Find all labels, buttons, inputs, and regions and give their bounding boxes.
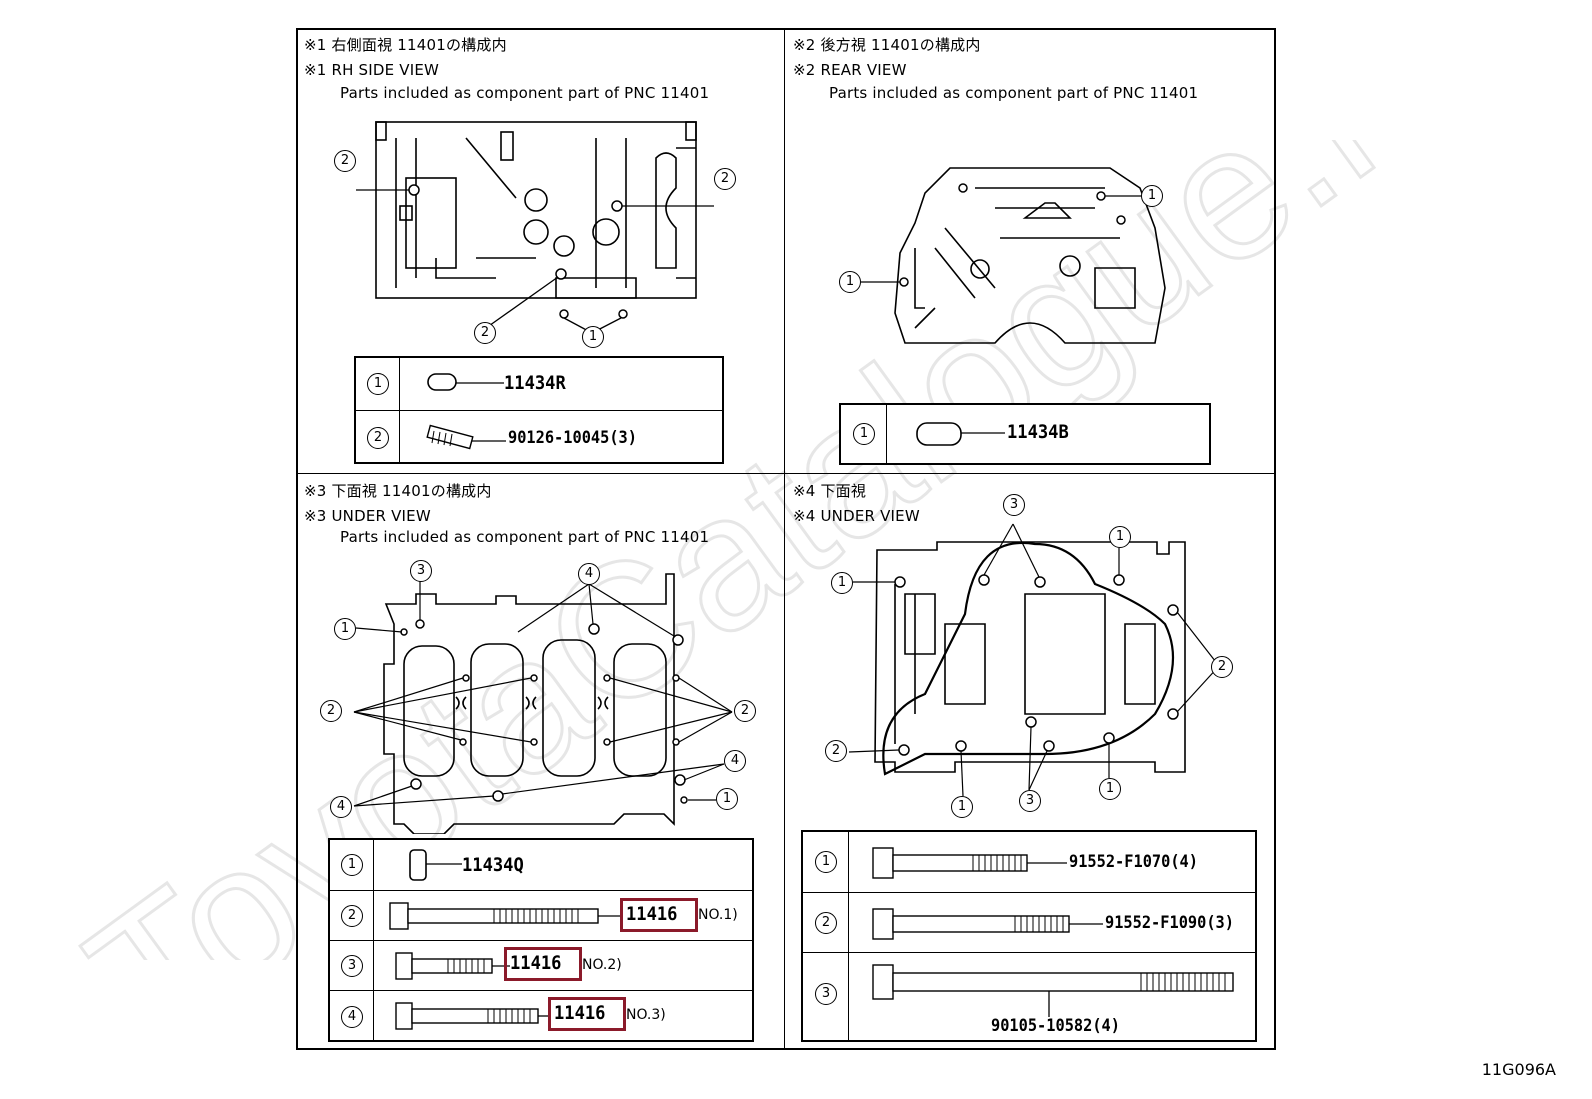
part-suffix: NO.1) <box>698 907 738 923</box>
parts-row: 3 11416 NO.2) <box>330 940 752 990</box>
bolt-icon <box>395 952 510 980</box>
part-number-highlight <box>504 947 582 981</box>
row-number: 2 <box>367 427 389 449</box>
part-number-highlight <box>548 997 626 1031</box>
callout-4: 4 <box>578 563 600 585</box>
callout-4: 4 <box>724 750 746 772</box>
parts-row: 2 90126-10045(3) <box>356 410 722 464</box>
callout-1: 1 <box>951 796 973 818</box>
row-number: 2 <box>341 905 363 927</box>
row-number: 1 <box>853 423 875 445</box>
part-number: 11416 <box>554 1002 606 1024</box>
parts-table: 1 91552-F1070(4) 2 <box>801 830 1257 1042</box>
bolt-icon <box>872 847 1067 879</box>
bolt-icon <box>872 908 1103 940</box>
callout-1: 1 <box>716 788 738 810</box>
part-suffix: NO.2) <box>582 957 622 973</box>
parts-row: 1 91552-F1070(4) <box>803 832 1255 892</box>
callout-1: 1 <box>1141 185 1163 207</box>
panel-rh-side-view: ※1 右側面視 11401の構成内 ※1 RH SIDE VIEW Parts … <box>296 28 785 474</box>
callout-2: 2 <box>1211 656 1233 678</box>
parts-table: 1 11434B <box>839 403 1211 465</box>
callout-1: 1 <box>1109 526 1131 548</box>
panel-jp-title: ※3 下面視 11401の構成内 <box>304 482 492 500</box>
callout-2: 2 <box>734 700 756 722</box>
panel-note: Parts included as component part of PNC … <box>829 84 1199 102</box>
bolt-icon <box>395 1002 550 1030</box>
callout-2: 2 <box>825 740 847 762</box>
row-number: 1 <box>367 373 389 395</box>
panel-note: Parts included as component part of PNC … <box>340 84 710 102</box>
callout-3: 3 <box>410 560 432 582</box>
bolt-icon <box>389 902 622 930</box>
parts-row: 1 11434B <box>841 405 1209 463</box>
callout-1: 1 <box>1099 778 1121 800</box>
part-number: 91552-F1090(3) <box>1105 913 1234 933</box>
callout-3: 3 <box>1019 790 1041 812</box>
parts-row: 2 11416 NO.1) <box>330 890 752 940</box>
knock-pin-icon <box>409 849 462 881</box>
parts-row: 4 11416 NO.3) <box>330 990 752 1042</box>
parts-row: 2 91552-F1090(3) <box>803 892 1255 952</box>
callout-1: 1 <box>334 618 356 640</box>
part-number: 11434B <box>1007 421 1069 443</box>
panel-en-title: ※3 UNDER VIEW <box>304 507 431 525</box>
row-number: 3 <box>815 983 837 1005</box>
panel-rear-view: ※2 後方視 11401の構成内 ※2 REAR VIEW Parts incl… <box>785 28 1276 474</box>
part-number: 91552-F1070(4) <box>1069 852 1198 872</box>
part-number: 11434Q <box>462 854 524 876</box>
callout-1: 1 <box>582 326 604 348</box>
row-number: 2 <box>815 912 837 934</box>
callout-1: 1 <box>831 572 853 594</box>
callout-2: 2 <box>320 700 342 722</box>
diagram-frame <box>296 28 1276 1050</box>
knock-pin-icon <box>916 422 1005 446</box>
stud-bolt-icon <box>426 424 506 450</box>
part-number: 11416 <box>510 952 562 974</box>
panel-under-view-components: ※3 下面視 11401の構成内 ※3 UNDER VIEW Parts inc… <box>296 474 785 1050</box>
part-number: 90105-10582(4) <box>991 1016 1120 1036</box>
callout-4: 4 <box>330 796 352 818</box>
figure-code: 11G096A <box>1481 1060 1556 1079</box>
callout-1: 1 <box>839 271 861 293</box>
part-suffix: NO.3) <box>626 1007 666 1023</box>
engine-block-rh-side-drawing <box>356 121 714 334</box>
panel-en-title: ※4 UNDER VIEW <box>793 507 920 525</box>
part-number-highlight <box>620 898 698 932</box>
panel-jp-title: ※2 後方視 11401の構成内 <box>793 36 981 54</box>
parts-row: 1 11434R <box>356 358 722 410</box>
part-number: 11416 <box>626 903 678 925</box>
engine-block-under-view-bolts-drawing <box>848 523 1220 797</box>
panel-en-title: ※1 RH SIDE VIEW <box>304 61 440 79</box>
engine-block-under-view-drawing <box>353 573 733 834</box>
row-number: 3 <box>341 955 363 977</box>
parts-row: 3 90105-10582(4) <box>803 952 1255 1040</box>
callout-2: 2 <box>714 168 736 190</box>
watermark: ToyotaCatalogue.ru <box>60 140 1512 960</box>
callout-2: 2 <box>474 322 496 344</box>
engine-block-rear-drawing <box>861 167 1166 344</box>
row-number: 1 <box>815 851 837 873</box>
bolt-icon <box>872 964 1234 1017</box>
row-number: 4 <box>341 1006 363 1028</box>
parts-table: 1 11434Q 2 <box>328 838 754 1042</box>
parts-row: 1 11434Q <box>330 840 752 890</box>
callout-2: 2 <box>334 150 356 172</box>
panel-jp-title: ※4 下面視 <box>793 482 867 500</box>
parts-table: 1 11434R 2 90126-10045(3) <box>354 356 724 464</box>
part-number: 11434R <box>504 372 566 394</box>
panel-note: Parts included as component part of PNC … <box>340 528 710 546</box>
panel-jp-title: ※1 右側面視 11401の構成内 <box>304 36 507 54</box>
panel-en-title: ※2 REAR VIEW <box>793 61 907 79</box>
callout-3: 3 <box>1003 494 1025 516</box>
part-number: 90126-10045(3) <box>508 428 637 448</box>
knock-pin-icon <box>427 373 504 391</box>
panel-under-view-bolts: ※4 下面視 ※4 UNDER VIEW 3 1 1 <box>785 474 1276 1050</box>
row-number: 1 <box>341 854 363 876</box>
